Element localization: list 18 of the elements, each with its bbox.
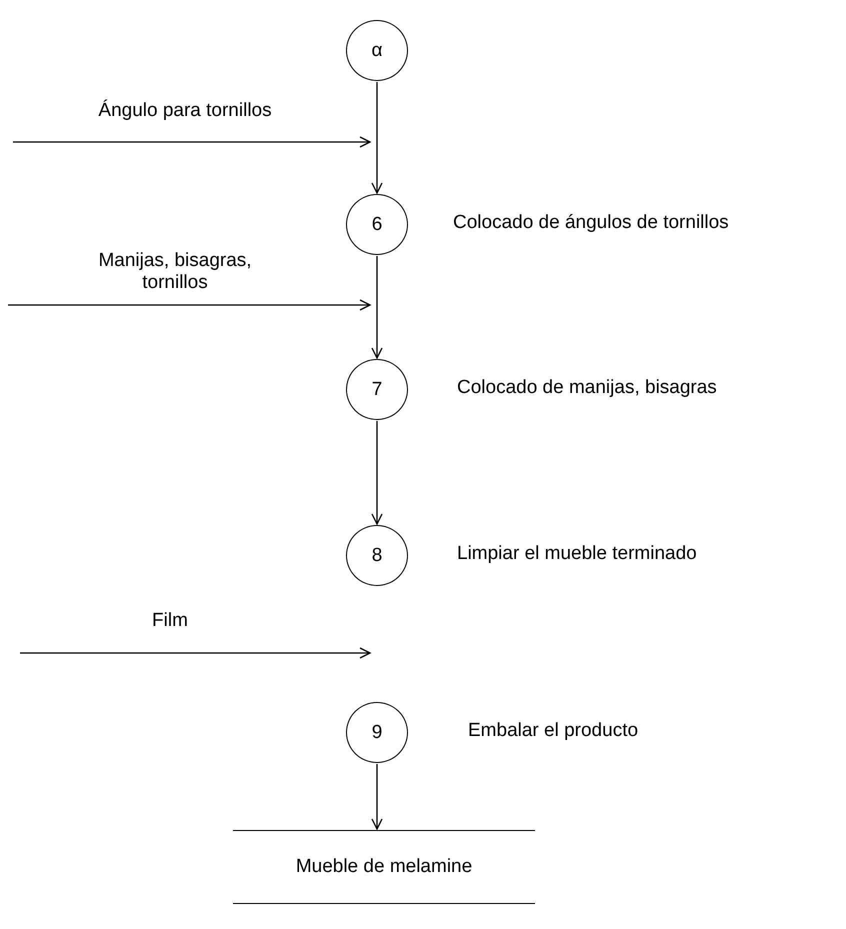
operation-number: 8 [372, 544, 382, 566]
operation-number: 6 [372, 214, 382, 236]
arrow [371, 764, 383, 830]
arrow [371, 256, 383, 359]
operation-description: Limpiar el mueble terminado [457, 543, 697, 565]
operation-number: α [372, 40, 382, 62]
operation-description: Embalar el producto [468, 720, 638, 742]
arrow [371, 421, 383, 525]
arrow [8, 299, 371, 311]
arrow [20, 647, 371, 659]
storage-symbol [233, 830, 535, 904]
arrow [13, 136, 371, 148]
operation-number: 7 [372, 378, 382, 400]
operation-description: Colocado de manijas, bisagras [457, 377, 717, 399]
operation-number: 9 [372, 722, 382, 744]
arrow [371, 82, 383, 194]
operation-description: Colocado de ángulos de tornillos [453, 212, 729, 234]
storage-label: Mueble de melamine [296, 856, 472, 878]
